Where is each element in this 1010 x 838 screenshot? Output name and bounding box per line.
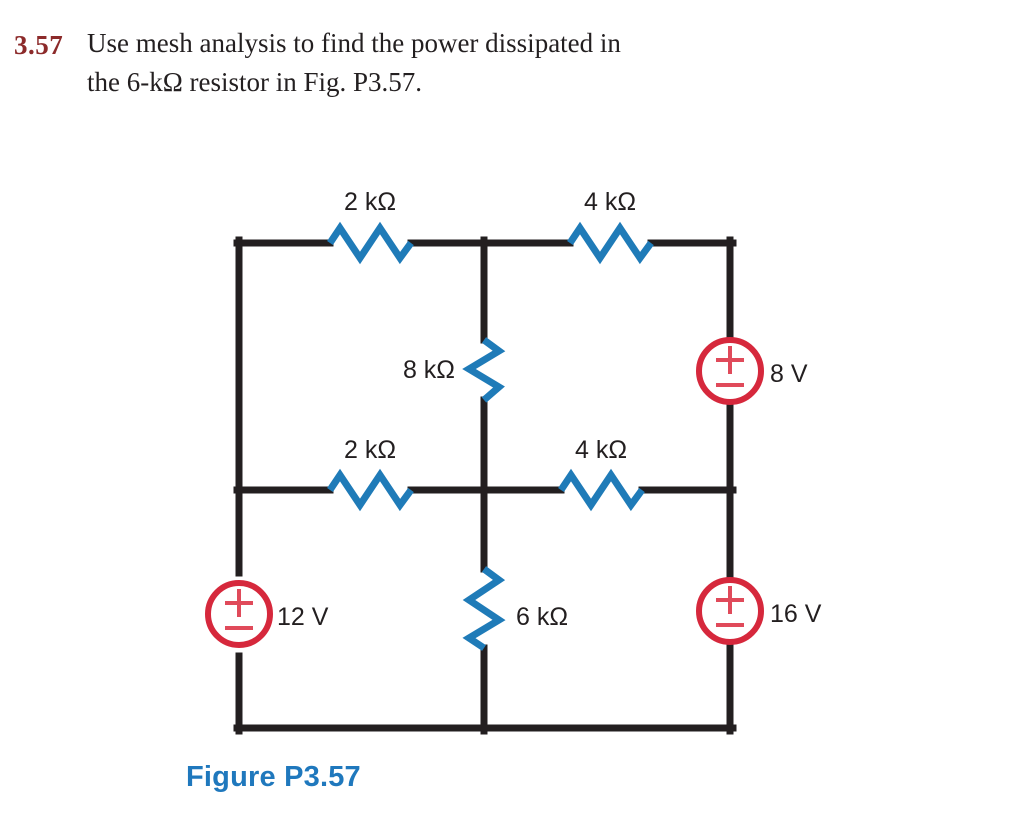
voltage-source-label-12v: 12 V [277, 603, 329, 631]
resistor-label-bottom-vertical: 6 kΩ [516, 603, 568, 631]
figure-caption: Figure P3.57 [186, 761, 361, 793]
resistor-top-right-symbol [567, 221, 654, 265]
problem-text: Use mesh analysis to find the power diss… [87, 28, 621, 97]
voltage-source-8v [696, 337, 764, 405]
voltage-source-label-16v: 16 V [770, 600, 822, 628]
resistor-bottom-vertical-symbol [462, 566, 506, 651]
resistor-label-middle-left: 2 kΩ [344, 436, 396, 464]
resistor-label-top-right: 4 kΩ [584, 188, 636, 216]
problem-number: 3.57 [14, 30, 64, 60]
circuit-resistors [327, 221, 654, 651]
circuit-wires [233, 236, 737, 735]
voltage-source-12v [205, 580, 273, 648]
resistor-middle-right-symbol [558, 468, 645, 512]
resistor-label-middle-right: 4 kΩ [575, 436, 627, 464]
voltage-source-16v [696, 577, 764, 645]
resistor-top-left-symbol [327, 221, 414, 265]
voltage-source-label-8v: 8 V [770, 360, 808, 388]
resistor-label-top-left: 2 kΩ [344, 188, 396, 216]
resistor-mid-vertical-symbol [462, 337, 506, 403]
resistor-middle-left-symbol [327, 468, 414, 512]
resistor-label-mid-vertical: 8 kΩ [403, 356, 455, 384]
